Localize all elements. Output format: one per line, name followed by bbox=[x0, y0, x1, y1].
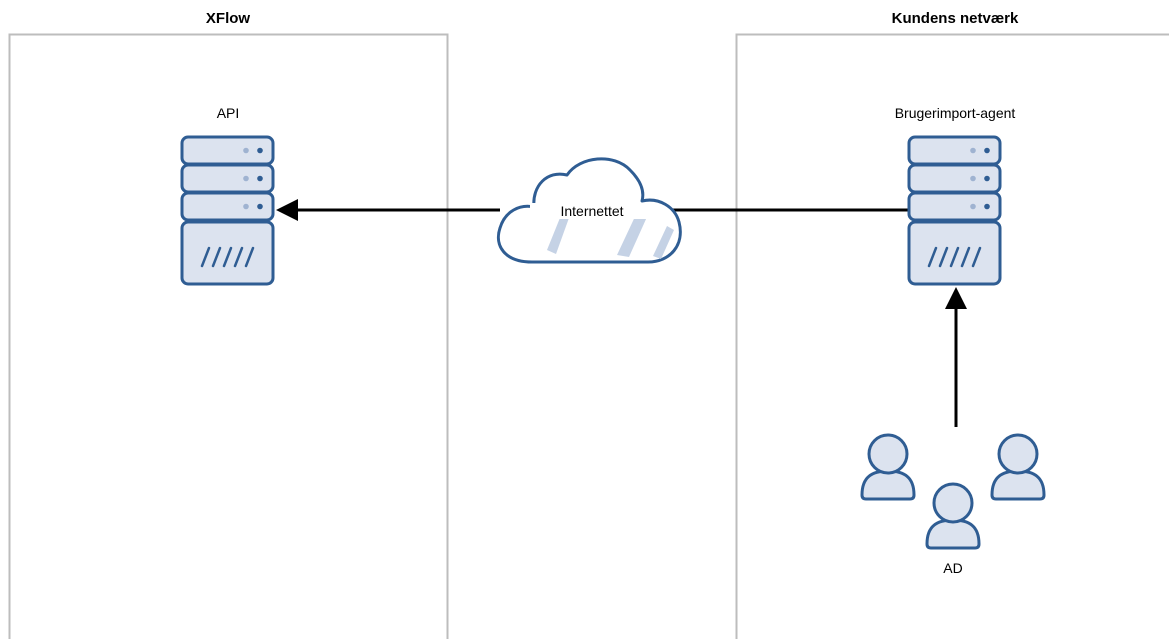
customer-network-container bbox=[735, 33, 1169, 639]
users-group-icon[interactable] bbox=[860, 433, 1046, 550]
ad-label: AD bbox=[943, 560, 963, 576]
cloud-label: Internettet bbox=[530, 203, 654, 219]
connector-agent-to-api bbox=[276, 199, 908, 221]
user-icon bbox=[860, 433, 916, 501]
arrowhead-agent bbox=[945, 287, 967, 309]
user-icon bbox=[990, 433, 1046, 501]
api-label: API bbox=[216, 105, 240, 121]
api-server-icon[interactable] bbox=[180, 135, 275, 286]
xflow-container bbox=[8, 33, 449, 639]
agent-server-icon[interactable] bbox=[907, 135, 1002, 286]
connector-ad-to-agent bbox=[945, 287, 967, 427]
customer-network-container-title: Kundens netværk bbox=[891, 10, 1019, 27]
xflow-container-title: XFlow bbox=[205, 10, 251, 27]
user-icon bbox=[925, 482, 981, 550]
arrowhead-api bbox=[276, 199, 298, 221]
agent-label: Brugerimport-agent bbox=[894, 105, 1016, 121]
